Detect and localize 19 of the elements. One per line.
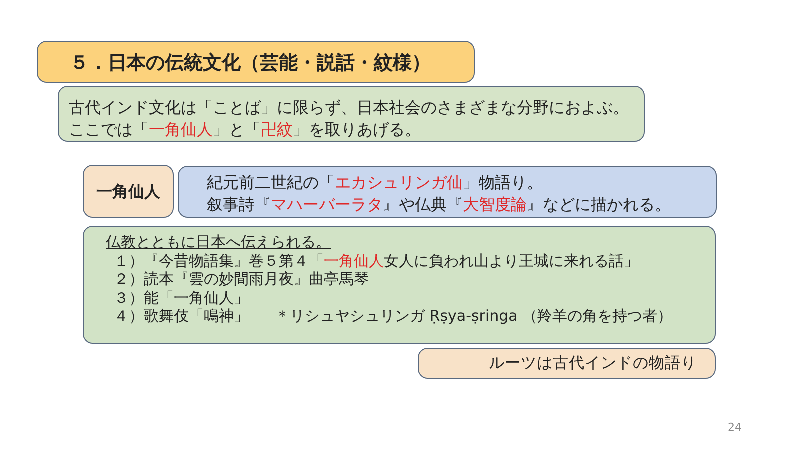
conclusion-text: ルーツは古代インドの物語り [489, 353, 697, 374]
description-box [178, 166, 717, 218]
list-item: ３）能「一角仙人」 [113, 288, 249, 308]
list-box [83, 226, 716, 344]
topic-label: 一角仙人 [96, 180, 160, 202]
conclusion-box [418, 348, 716, 379]
intro-text: 古代インド文化は「ことば」に限らず、日本社会のさまざまな分野におよぶ。 [69, 97, 629, 119]
list-item: １）『今昔物語集』巻５第４「一角仙人女人に負われ山より王城に来れる話」 [113, 252, 639, 270]
description-text: 紀元前二世紀の「エカシュリンガ仙」物語り。 [207, 172, 543, 194]
topic-box [83, 165, 174, 218]
section-heading: 仏教とともに日本へ伝えられる。 [106, 233, 331, 252]
description-text: 叙事詩『マハーバーラタ』や仏典『大智度論』などに描かれる。 [207, 194, 671, 216]
slide-title: ５．日本の伝統文化（芸能・説話・紋様） [37, 41, 475, 83]
intro-box [58, 86, 645, 142]
intro-text: ここでは「一角仙人」と「卍紋」を取りあげる。 [69, 118, 421, 140]
page-number: 24 [728, 421, 742, 434]
list-item: ２）読本『雲の妙間雨月夜』曲亭馬琴 [113, 270, 369, 289]
list-item: ４）歌舞伎「鳴神」 [113, 307, 249, 326]
footnote-text: ＊リシュヤシュリンガ Ṛṣya-ṣringa （羚羊の角を持つ者） [275, 307, 673, 326]
